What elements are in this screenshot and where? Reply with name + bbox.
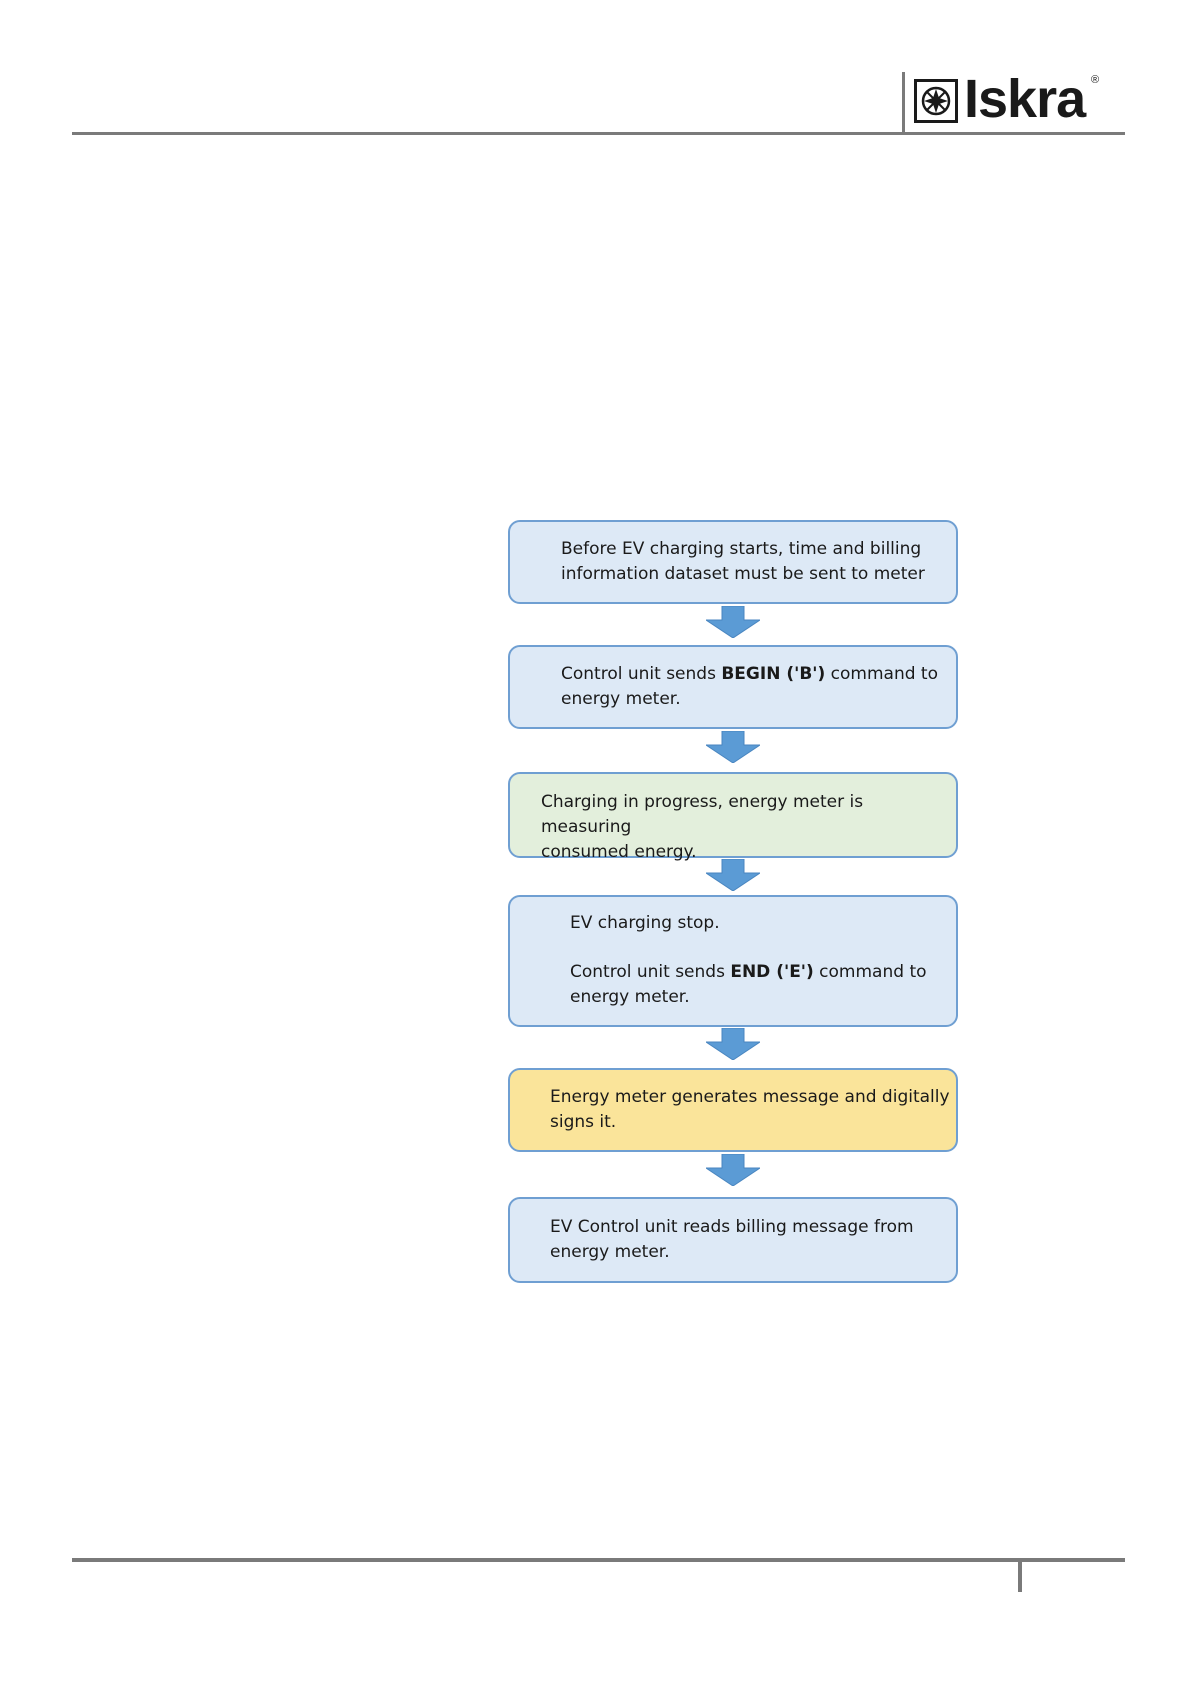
step-text-line: consumed energy. (541, 842, 697, 862)
arrow-down-icon (706, 859, 760, 891)
step-text-line: energy meter. (570, 987, 690, 1007)
step-text-line: EV charging stop. (570, 913, 720, 933)
logo-divider (902, 72, 905, 132)
step-text-line: information dataset must be sent to mete… (561, 564, 925, 584)
footer-tick (1018, 1560, 1022, 1592)
step-text-line: Control unit sends END ('E') command to (570, 962, 927, 982)
flow-step-sign-message: Energy meter generates message and digit… (508, 1068, 958, 1152)
step-text-line: EV Control unit reads billing message fr… (550, 1217, 914, 1237)
arrow-down-icon (706, 1028, 760, 1060)
step-text-line: Energy meter generates message and digit… (550, 1087, 950, 1107)
footer-rule (72, 1558, 1125, 1562)
flow-step-charging-progress: Charging in progress, energy meter is me… (508, 772, 958, 862)
flow-step-begin-command: Control unit sends BEGIN ('B') command t… (508, 645, 958, 729)
step-text-line: signs it. (550, 1112, 617, 1132)
flow-step-end-command: EV charging stop. Control unit sends END… (508, 895, 958, 1027)
step-text-line: energy meter. (561, 689, 681, 709)
iskra-logo: Iskra (914, 69, 1086, 129)
begin-command-label: BEGIN ('B') (721, 664, 826, 684)
flow-step-read-billing: EV Control unit reads billing message fr… (508, 1197, 958, 1283)
end-command-label: END ('E') (730, 962, 814, 982)
arrow-down-icon (706, 731, 760, 763)
iskra-emblem-icon (914, 79, 958, 123)
registered-mark: ® (1091, 74, 1100, 86)
arrow-down-icon (706, 606, 760, 638)
flow-step-time-billing: Before EV charging starts, time and bill… (508, 520, 958, 604)
arrow-down-icon (706, 1154, 760, 1186)
header-rule (72, 132, 1125, 135)
logo-wordmark: Iskra (964, 69, 1086, 129)
step-text-line: Control unit sends BEGIN ('B') command t… (561, 664, 938, 684)
step-text-line: Before EV charging starts, time and bill… (561, 539, 922, 559)
step-text-line: Charging in progress, energy meter is me… (541, 792, 864, 837)
step-text-line: energy meter. (550, 1242, 670, 1262)
